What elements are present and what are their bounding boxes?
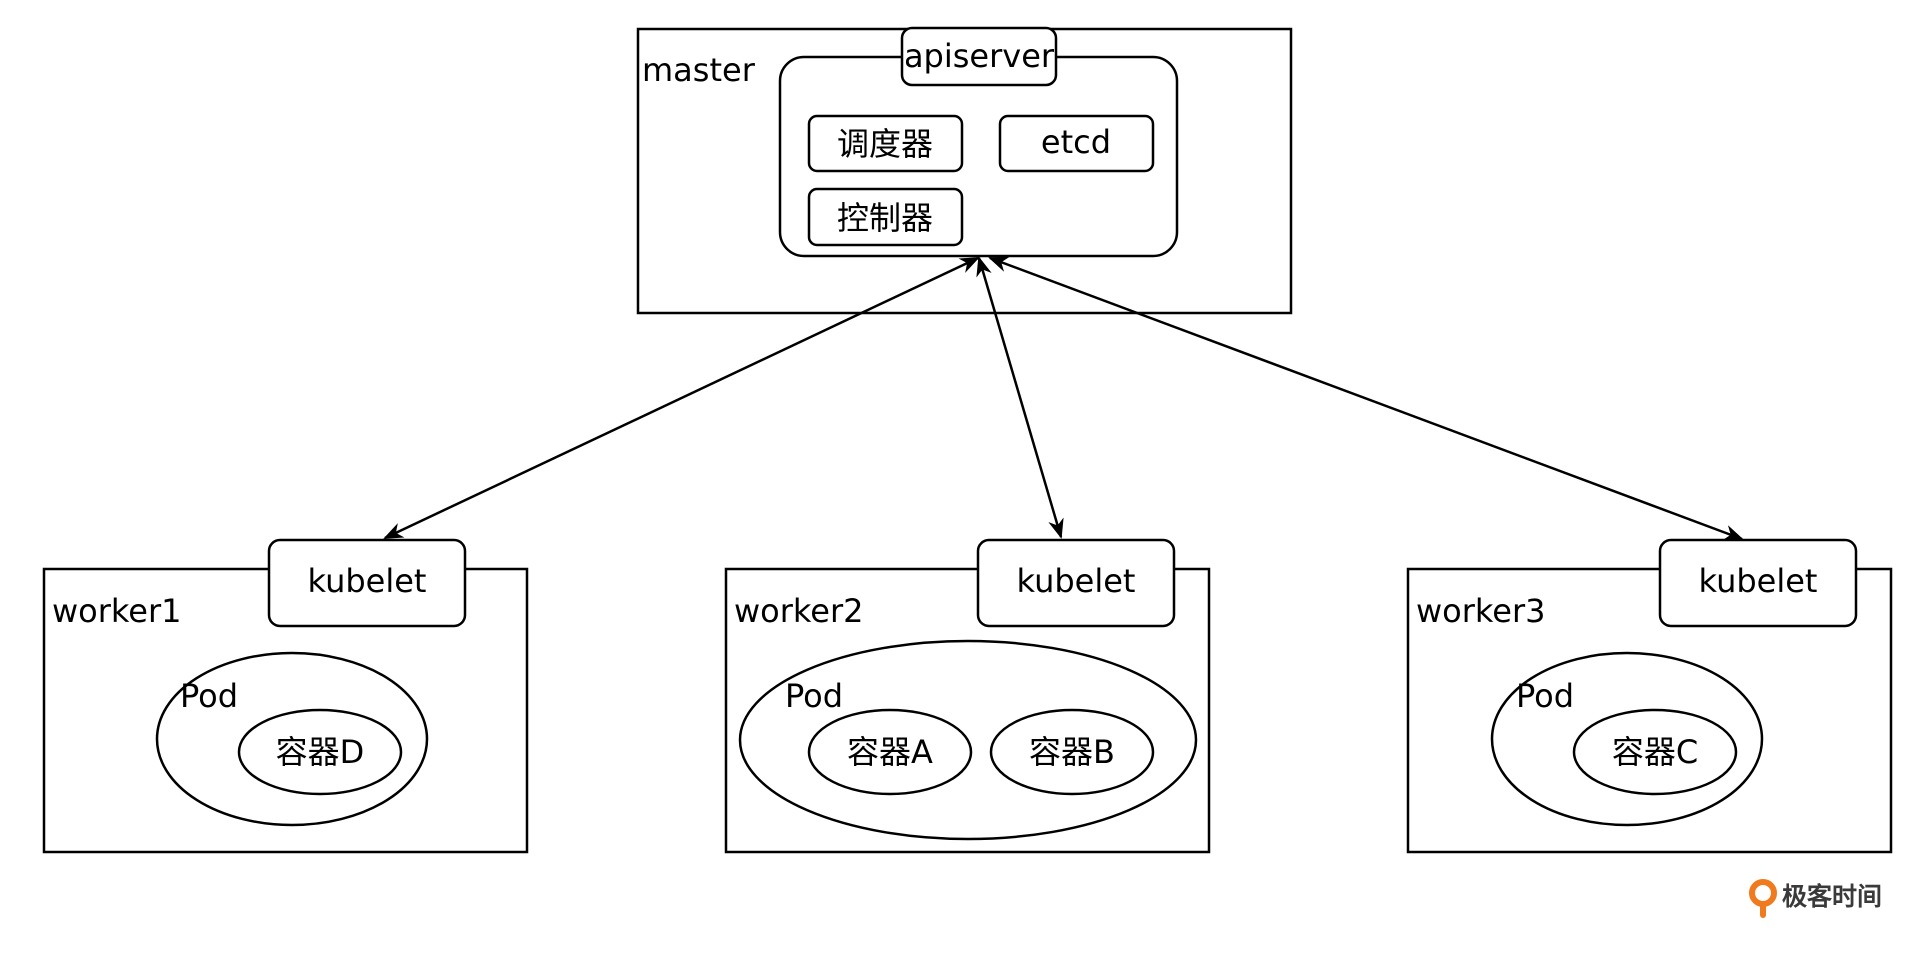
- worker1-node: worker1 kubelet Pod 容器D: [42, 538, 529, 854]
- controller-box: 控制器: [807, 187, 964, 247]
- worker1-container-d-label: 容器D: [276, 733, 365, 771]
- worker1-pod-label: Pod: [180, 677, 238, 715]
- worker3-label: worker3: [1416, 592, 1546, 630]
- controller-label: 控制器: [837, 199, 933, 237]
- worker1-kubelet-box: kubelet: [267, 538, 467, 628]
- worker3-node: worker3 kubelet Pod 容器C: [1406, 538, 1893, 854]
- worker1-label: worker1: [52, 592, 182, 630]
- link-master-worker1: [383, 256, 980, 540]
- worker3-kubelet-box: kubelet: [1658, 538, 1858, 628]
- geektime-logo-icon: [1749, 879, 1777, 918]
- scheduler-label: 调度器: [837, 125, 933, 163]
- worker2-container-b: [989, 708, 1155, 796]
- etcd-label: etcd: [1041, 123, 1111, 161]
- worker2-label: worker2: [734, 592, 864, 630]
- link-master-worker3: [988, 256, 1744, 541]
- worker2-pod-label: Pod: [785, 677, 843, 715]
- worker2-container-b-label: 容器B: [1029, 733, 1115, 771]
- master-node: master apiserver 调度器 etcd 控制器: [636, 26, 1293, 315]
- master-label: master: [642, 51, 756, 89]
- worker2-container-a-label: 容器A: [847, 733, 933, 771]
- worker2-container-a: [807, 708, 973, 796]
- worker3-pod-label: Pod: [1516, 677, 1574, 715]
- worker2-node: worker2 kubelet Pod 容器A 容器B: [724, 538, 1211, 854]
- etcd-box: etcd: [998, 114, 1155, 173]
- worker3-kubelet-label: kubelet: [1699, 562, 1818, 600]
- worker2-kubelet-label: kubelet: [1017, 562, 1136, 600]
- worker1-kubelet-label: kubelet: [308, 562, 427, 600]
- watermark-text: 极客时间: [1782, 882, 1882, 911]
- apiserver-box: apiserver: [900, 26, 1058, 87]
- connectors: [383, 256, 1744, 541]
- worker1-container-d: [237, 708, 403, 796]
- worker3-container-c: [1572, 708, 1738, 796]
- worker3-container-c-label: 容器C: [1612, 733, 1698, 771]
- geektime-logo: 极客时间: [1749, 879, 1882, 918]
- scheduler-box: 调度器: [807, 114, 964, 173]
- worker2-kubelet-box: kubelet: [976, 538, 1176, 628]
- apiserver-label: apiserver: [904, 37, 1055, 75]
